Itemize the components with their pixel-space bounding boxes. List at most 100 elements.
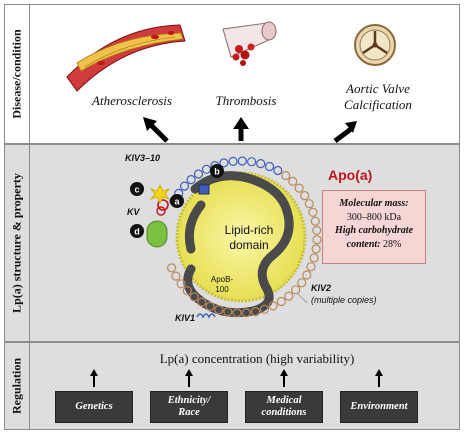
molecular-mass-label: Molecular mass:	[339, 198, 409, 209]
disease-label-col: Disease/condition	[5, 5, 30, 143]
kv-label: KV	[127, 207, 140, 217]
lipid-domain-label: Lipid-rich domain	[219, 223, 279, 253]
kiv2-coil	[312, 235, 322, 245]
factor-genetics-line1: Genetics	[75, 400, 113, 412]
factor-ethnicity-line1: Ethnicity/	[167, 394, 211, 406]
structure-label-col: Lp(a) structure & property	[5, 145, 30, 341]
kiv3-10-coil	[237, 156, 247, 166]
kiv2-coil	[189, 292, 199, 302]
svg-text:d: d	[134, 227, 140, 237]
apob-100-band	[183, 171, 294, 318]
carbohydrate-content-line: content: 28%	[323, 238, 425, 252]
up-arrow-genetics	[90, 369, 98, 387]
atherosclerosis-label: Atherosclerosis	[92, 93, 172, 108]
lipid-domain-line1: Lipid-rich	[224, 223, 274, 237]
disease-arrow-left	[143, 117, 169, 143]
lipid-domain-line2: domain	[229, 238, 269, 252]
thrombosis-label: Thrombosis	[215, 93, 277, 108]
figure: Disease/condition	[4, 4, 460, 430]
factor-medical-line1: Medical	[266, 394, 302, 406]
disease-illustrations	[66, 21, 396, 143]
kiv2-coil	[167, 263, 177, 273]
carbohydrate-content-value: 28%	[383, 238, 402, 250]
apo-a-label: Apo(a)	[328, 167, 373, 183]
kv-kringle	[156, 199, 169, 216]
apob-label-line1: ApoB-	[210, 275, 234, 284]
kiv2-coil	[241, 308, 251, 318]
kiv2-coil	[276, 296, 286, 307]
kiv3-10-coil	[186, 174, 196, 185]
kiv1-kringle	[196, 313, 216, 319]
kiv2-coil	[232, 308, 242, 318]
factor-medical-line2: conditions	[261, 407, 307, 418]
regulation-section: Regulation Lp(a) concentration (high var…	[4, 342, 460, 430]
svg-text:c: c	[134, 185, 139, 195]
svg-text:b: b	[214, 167, 220, 177]
properties-box: Molecular mass: 300–800 kDa High carbohy…	[322, 190, 426, 264]
kiv2-coil	[214, 305, 224, 315]
disease-section: Disease/condition	[4, 4, 460, 144]
kiv2-coil	[223, 307, 233, 317]
aortic-valve-illustration	[354, 24, 396, 66]
factor-environment-line1: Environment	[350, 400, 408, 412]
kiv3-10-coil	[228, 156, 238, 166]
kiv2-connector	[296, 292, 308, 304]
up-arrow-medical	[280, 369, 288, 387]
kiv2-coil	[309, 253, 319, 263]
up-arrow-environment	[375, 369, 383, 387]
kiv2-kringles	[167, 170, 322, 318]
molecular-mass-value: 300–800 kDa	[346, 211, 402, 223]
marker-c: c	[130, 182, 144, 196]
aortic-valve-label-line2: Calcification	[344, 96, 412, 112]
kiv2-coil	[306, 262, 316, 272]
kiv2-coil	[259, 304, 270, 314]
kiv3-10-coil	[179, 181, 190, 191]
carbohydrate-content-label: content:	[346, 238, 381, 250]
marker-a: a	[170, 194, 184, 208]
kiv2-coil	[300, 190, 310, 201]
lpa-structure-diagram: a b c d	[130, 156, 322, 319]
kiv2-coil	[312, 225, 322, 236]
kiv3-10-coil	[264, 161, 275, 172]
up-arrow-ethnicity	[185, 369, 193, 387]
apob-label-line2: 100	[215, 284, 229, 294]
kiv3-10-coil	[219, 158, 229, 168]
starburst-icon	[149, 184, 171, 204]
artery-illustration	[66, 24, 186, 92]
kiv2-coil	[284, 291, 294, 301]
regulation-title: Lp(a) concentration (high variability)	[159, 351, 355, 366]
kiv3-10-coil	[201, 164, 212, 174]
kiv2-label: KIV2	[311, 283, 332, 293]
aortic-valve-label-line1: Aortic Valve	[346, 81, 410, 96]
binding-site-square	[198, 184, 210, 195]
apob-100-band-segment	[184, 200, 206, 254]
kiv3-10-coil	[247, 157, 257, 167]
kiv2-coil	[304, 199, 314, 209]
kiv2-coil	[294, 183, 304, 193]
kiv2-coil	[176, 279, 186, 289]
green-pill-shape	[146, 220, 168, 248]
kiv2-coil	[205, 301, 215, 311]
factor-ethnicity-race: Ethnicity/Race	[150, 391, 228, 423]
kiv2-coil	[171, 271, 181, 281]
thrombosis-illustration	[222, 21, 277, 66]
apob-label: ApoB- 100	[207, 275, 237, 294]
factor-environment: Environment	[340, 391, 418, 423]
kiv2-coil	[281, 170, 291, 181]
factor-genetics: Genetics	[55, 391, 133, 423]
kiv2-coil	[310, 216, 320, 226]
disease-arrow-right	[333, 121, 357, 143]
kiv2-coil	[302, 270, 312, 280]
kiv2-coil	[311, 244, 321, 254]
regulation-label-col: Regulation	[5, 343, 30, 429]
disease-arrow-center	[233, 117, 249, 141]
kiv3-10-coil	[193, 169, 204, 179]
kiv3-10-coil	[256, 159, 266, 169]
svg-text:a: a	[174, 197, 180, 207]
factor-ethnicity-line2: Race	[178, 407, 200, 418]
kiv2-coil	[250, 307, 261, 317]
aortic-valve-label: Aortic Valve Calcification	[323, 81, 433, 112]
kiv2-coil	[291, 285, 301, 295]
carbohydrate-label: High carbohydrate	[334, 225, 414, 236]
